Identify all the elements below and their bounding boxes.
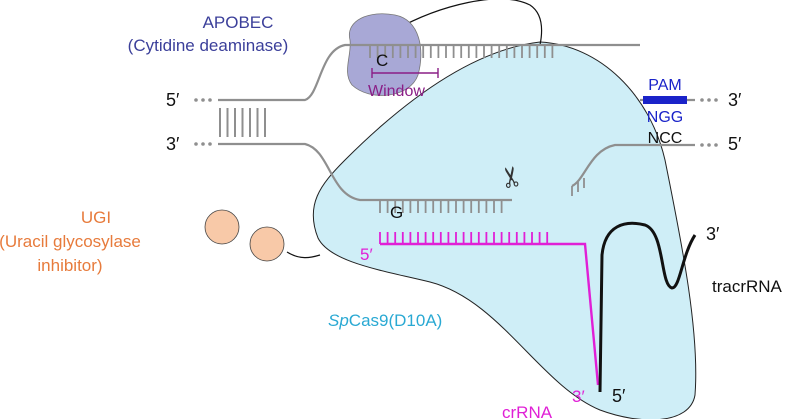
five-prime-bottom-right: 5′ [728,134,742,154]
dot-top-left [201,98,205,102]
pam-bar [643,96,687,104]
ncc-label: NCC [648,130,683,147]
apobec-linker-line [394,0,543,46]
window-label: Window [368,83,425,100]
dot-top-right [707,98,711,102]
apobec-label: APOBEC [203,13,274,32]
dot-bottom-left [201,142,205,146]
apobec-subtitle: (Cytidine deaminase) [128,36,289,55]
cas9-species-prefix: Sp [328,311,349,330]
tracrrna-strand [598,221,697,393]
three-prime-top-right: 3′ [728,90,742,110]
dot-bottom-left [194,142,198,146]
tracrrna-five-prime: 5′ [612,386,626,406]
five-prime-top-left: 5′ [166,90,180,110]
cas9-name: Cas9(D10A) [349,311,443,330]
strand-dotted-ends [194,98,718,147]
apobec-enzyme [347,13,422,96]
ugi-label: UGI [81,208,111,227]
ugi-subunit-1 [204,209,240,245]
dot-bottom-right [700,143,704,147]
dot-bottom-right [714,143,718,147]
pam-label: PAM [648,77,681,94]
base-g-label: G [390,203,403,222]
ugi-subtitle-line1: (Uracil glycosylase [0,232,141,251]
scissors-icon: ✂ [494,162,529,190]
dot-top-right [714,98,718,102]
dot-top-right [700,98,704,102]
base-c-label: C [376,51,388,70]
tracrrna-three-prime: 3′ [706,224,720,244]
crrna-strand [380,242,600,386]
ugi-subtitle-line2: inhibitor) [37,256,102,275]
dot-bottom-left [208,142,212,146]
ugi-subunit-2 [249,226,285,262]
dna-top-strand [218,43,640,102]
dot-top-left [194,98,198,102]
ngg-label: NGG [647,109,683,126]
crrna-three-prime: 3′ [572,387,585,406]
editing-window-bracket [371,68,439,78]
dna-bottom-right-strand [571,143,695,187]
base-pair-ticks [219,46,585,244]
dot-bottom-right [707,143,711,147]
dot-top-left [208,98,212,102]
crrna-label: crRNA [502,403,553,419]
tracrrna-label: tracrRNA [712,277,783,296]
three-prime-bottom-left: 3′ [166,134,180,154]
crrna-five-prime: 5′ [360,245,373,264]
cas9-label: SpCas9(D10A) [328,311,442,330]
ugi-linker-line [286,251,321,259]
dna-bottom-strand [218,142,512,202]
